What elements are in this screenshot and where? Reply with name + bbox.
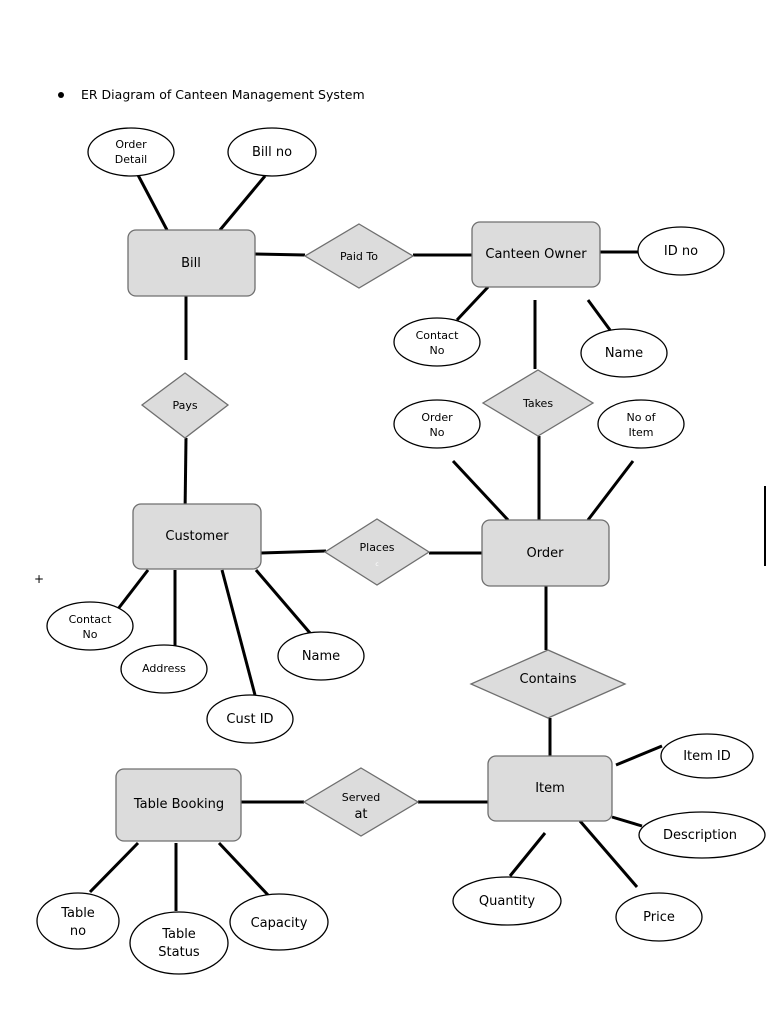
entity-bill [127, 229, 256, 297]
entities [115, 221, 613, 842]
attributes [36, 127, 766, 975]
line-owner-contact [455, 285, 490, 322]
attr-cust-name [277, 631, 365, 681]
attr-order-no-line1: Order [421, 411, 453, 424]
attr-id-no [637, 226, 725, 276]
line-customer-places [260, 549, 327, 555]
entity-bill-label: Bill [181, 256, 201, 271]
attr-owner-contact [393, 317, 481, 367]
entity-customer [132, 503, 262, 570]
line-item-quantity [508, 832, 547, 877]
line-tablebooking-capacity [217, 841, 270, 897]
attr-cust-contact [46, 601, 134, 651]
line-noofitem-order [586, 460, 635, 521]
attr-capacity [229, 893, 329, 951]
attr-no-of-item [597, 399, 685, 449]
attr-cust-id-label: Cust ID [226, 712, 273, 727]
attr-owner-name [580, 328, 668, 378]
attr-table-status-line1: Table [161, 927, 196, 942]
rel-takes-label: Takes [522, 397, 553, 410]
attr-item-id-label: Item ID [683, 749, 731, 764]
relationships [140, 223, 627, 837]
attr-cust-id [206, 694, 294, 744]
line-billno-bill [218, 175, 267, 231]
line-customer-custid [220, 569, 257, 696]
attr-no-of-item-line2: Item [628, 426, 653, 439]
entity-table-booking-label: Table Booking [133, 797, 224, 812]
rel-places-label: Places [360, 541, 395, 554]
line-customer-contact [116, 569, 150, 610]
attr-description-label: Description [663, 828, 737, 843]
attr-owner-contact-line2: No [430, 344, 445, 357]
attr-owner-contact-line1: Contact [416, 329, 459, 342]
entity-canteen-owner [471, 221, 601, 288]
attr-bill-no-label: Bill no [252, 145, 292, 160]
attr-quantity [452, 876, 562, 926]
entity-item [487, 755, 613, 822]
entity-order-label: Order [527, 546, 565, 561]
attr-table-no-line1: Table [60, 906, 95, 921]
attr-item-id [660, 733, 754, 779]
rel-served-at-line1: Served [342, 791, 381, 804]
connectors [88, 174, 663, 911]
attr-table-status [129, 911, 229, 975]
attr-price [615, 892, 703, 942]
attr-no-of-item-line1: No of [626, 411, 656, 424]
entity-table-booking [115, 768, 242, 842]
attr-table-no [36, 892, 120, 950]
rel-pays [140, 372, 230, 439]
attr-cust-contact-line2: No [83, 628, 98, 641]
rel-contains [469, 649, 627, 719]
attr-order-detail-line1: Order [115, 138, 147, 151]
page-edge-mark [764, 486, 766, 566]
attr-order-detail-line2: Detail [115, 153, 147, 166]
rel-pays-label: Pays [172, 399, 197, 412]
line-orderno-order [451, 459, 510, 522]
attr-cust-contact-line1: Contact [69, 613, 112, 626]
heading-text: ER Diagram of Canteen Management System [81, 87, 365, 102]
line-pays-customer [183, 437, 188, 516]
entity-customer-label: Customer [165, 529, 229, 544]
attr-table-status-line2: Status [158, 945, 200, 960]
attr-order-detail [87, 127, 175, 177]
line-tablebooking-tableno [88, 841, 140, 894]
attr-cust-name-label: Name [302, 649, 340, 664]
entity-canteen-owner-label: Canteen Owner [485, 247, 587, 262]
attr-bill-no [227, 127, 317, 177]
rel-served-at [302, 767, 420, 837]
rel-paid-to [303, 223, 415, 289]
attr-address [120, 644, 208, 694]
rel-places [323, 518, 431, 586]
attr-capacity-label: Capacity [251, 916, 308, 931]
line-order-detail-bill [136, 174, 169, 231]
line-owner-name [586, 299, 612, 331]
attr-table-no-line2: no [70, 924, 86, 939]
line-item-itemid [615, 744, 663, 767]
rel-places-sub: c [375, 561, 378, 568]
attr-id-no-label: ID no [664, 244, 698, 259]
attr-order-no [393, 399, 481, 449]
entity-order [481, 519, 610, 587]
entity-item-label: Item [535, 781, 565, 796]
rel-takes [481, 369, 595, 437]
rel-served-at-line2: at [354, 807, 367, 822]
line-customer-name [254, 569, 312, 634]
heading: ER Diagram of Canteen Management System [58, 87, 365, 102]
line-item-price [578, 820, 639, 888]
labels: Bill Canteen Owner Customer Order Item T… [60, 138, 737, 960]
rel-paid-to-label: Paid To [340, 250, 378, 263]
attr-order-no-line2: No [430, 426, 445, 439]
line-item-description [611, 815, 643, 828]
rel-contains-label: Contains [520, 672, 577, 687]
attr-description [638, 811, 766, 859]
attr-owner-name-label: Name [605, 346, 643, 361]
attr-address-label: Address [142, 662, 186, 675]
line-bill-paidto [254, 252, 306, 257]
margin-plus-mark: + [34, 572, 45, 586]
attr-quantity-label: Quantity [479, 894, 535, 909]
bullet-dot [58, 91, 64, 98]
attr-price-label: Price [643, 910, 675, 925]
